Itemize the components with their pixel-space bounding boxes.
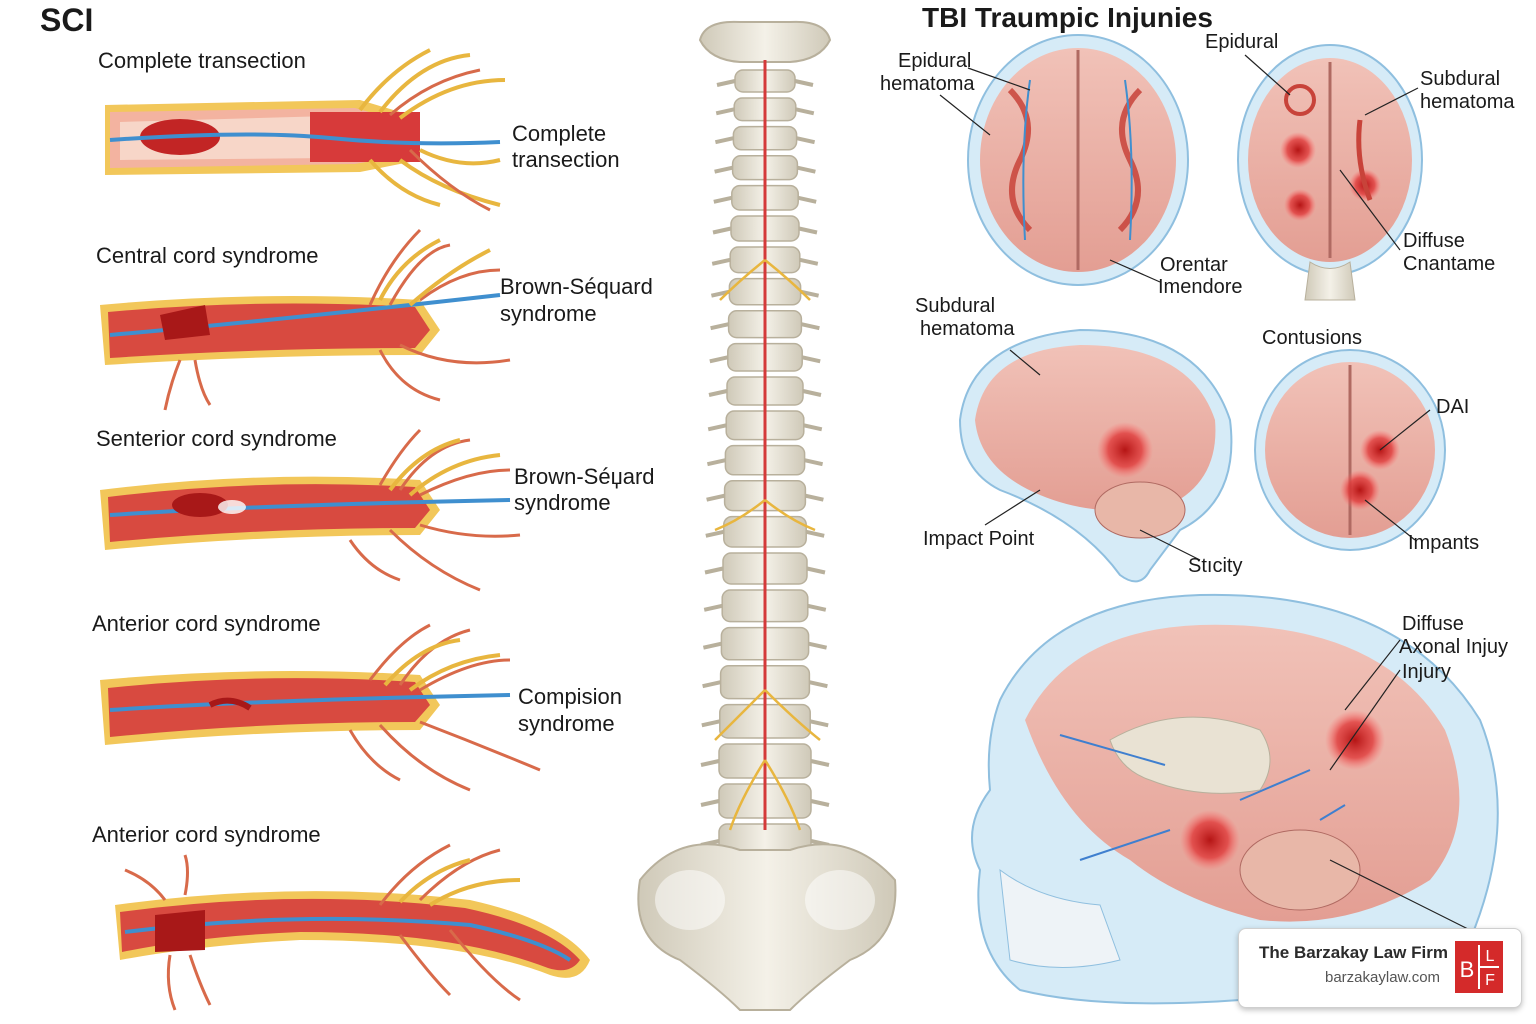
label-epidural-hematoma-b: hematoma: [880, 73, 975, 95]
sci-side-label-1b: transection: [512, 147, 620, 172]
vertebra-process: [702, 641, 828, 650]
sci-side-label-3b: syndrome: [514, 490, 611, 515]
logo-letter-f: F: [1485, 972, 1495, 989]
label-epidural-hematoma-a: Epidural: [898, 50, 972, 72]
label-diffuse-cnantame-b: Cnantame: [1403, 253, 1496, 275]
skull-illustration: [971, 593, 1499, 1005]
label-diffuse-axonal-c: Injury: [1402, 661, 1451, 683]
label-contusions: Contusions: [1262, 327, 1363, 349]
label-diffuse-axonal-b: Axonal Injuy: [1399, 636, 1508, 658]
sci-side-label-4a: Compision: [518, 684, 622, 709]
label-orentar-b: Imendore: [1158, 276, 1243, 298]
label-orentar-a: Orentar: [1160, 254, 1228, 276]
vertebra-process: [714, 165, 816, 174]
spine-illustration: [637, 20, 897, 1011]
sci-heading-1: Complete transection: [98, 48, 306, 73]
logo-letter-l: L: [1486, 948, 1495, 965]
vertebra-process: [708, 389, 822, 397]
vertebra-process: [705, 529, 825, 538]
law-firm-name: The Barzakay Law Firm: [1259, 943, 1448, 962]
vertebra-process: [715, 107, 815, 116]
vertebra-process: [700, 799, 830, 807]
vertebra-process: [709, 355, 821, 364]
label-stricity: Stıcity: [1188, 555, 1243, 577]
vertebra-process: [710, 322, 820, 331]
label-subdural-hematoma-mid-a: Subdural: [915, 295, 996, 317]
vertebra-process: [712, 226, 818, 235]
label-subdural-hematoma-mid-b: hematoma: [920, 318, 1015, 340]
sci-side-label-2b: syndrome: [500, 301, 597, 326]
vertebra-process: [701, 719, 829, 728]
sci-side-label-1a: Complete: [512, 121, 607, 146]
vertebra-process: [703, 603, 827, 612]
brain-front-view-right: [1254, 349, 1446, 551]
sci-title: SCI: [40, 2, 94, 38]
vertebra-process: [700, 759, 830, 767]
label-dai: DAI: [1436, 396, 1470, 418]
sci-panel-4: [100, 623, 541, 792]
sci-panel-5: [115, 843, 590, 1011]
sci-panel-2: [100, 228, 511, 411]
law-firm-url[interactable]: barzakaylaw.com: [1325, 969, 1441, 986]
brain-side-view-middle: [958, 328, 1233, 583]
vertebra-process: [706, 458, 824, 467]
sci-heading-2: Central cord syndrome: [96, 243, 319, 268]
sci-side-label-2a: Brown-Séquard: [500, 274, 653, 299]
sci-heading-4: Anterior cord syndrome: [92, 611, 321, 636]
label-impants: Impants: [1408, 532, 1480, 554]
blf-logo-icon: B L F: [1455, 941, 1503, 993]
label-diffuse-cnantame-a: Diffuse: [1403, 230, 1465, 252]
brain-top-view-left: [967, 34, 1189, 286]
brain-top-view-right: [1237, 44, 1423, 301]
tbi-title: TBI Traumpic Injunies: [922, 2, 1213, 33]
label-leader-lines: [939, 54, 1481, 936]
label-subdural-hematoma-top-a: Subdural: [1420, 68, 1501, 90]
sci-side-label-4b: syndrome: [518, 711, 615, 736]
label-impact-point: Impact Point: [923, 528, 1035, 550]
vertebra-process: [711, 257, 819, 266]
logo-letter-b: B: [1460, 957, 1475, 982]
law-firm-logo-card[interactable]: The Barzakay Law Firm barzakaylaw.com B …: [1238, 928, 1522, 1008]
vertebra-process: [702, 680, 828, 689]
sci-panel-1: [105, 48, 506, 212]
vertebra-process: [716, 79, 814, 87]
vertebra-process: [704, 566, 826, 575]
sci-side-label-3a: Brown-Séџard: [514, 464, 655, 489]
vertebra-process: [714, 136, 816, 145]
label-epidural: Epidural: [1205, 31, 1279, 53]
vertebra-process: [713, 195, 817, 204]
label-subdural-hematoma-top-b: hematoma: [1420, 91, 1515, 113]
vertebra-process: [707, 423, 823, 432]
vertebra-process: [706, 493, 824, 502]
sci-panel-3: [100, 428, 521, 592]
sci-heading-5: Anterior cord syndrome: [92, 822, 321, 847]
label-diffuse-axonal-a: Diffuse: [1402, 613, 1464, 635]
sci-heading-3: Senterior cord syndrome: [96, 426, 337, 451]
